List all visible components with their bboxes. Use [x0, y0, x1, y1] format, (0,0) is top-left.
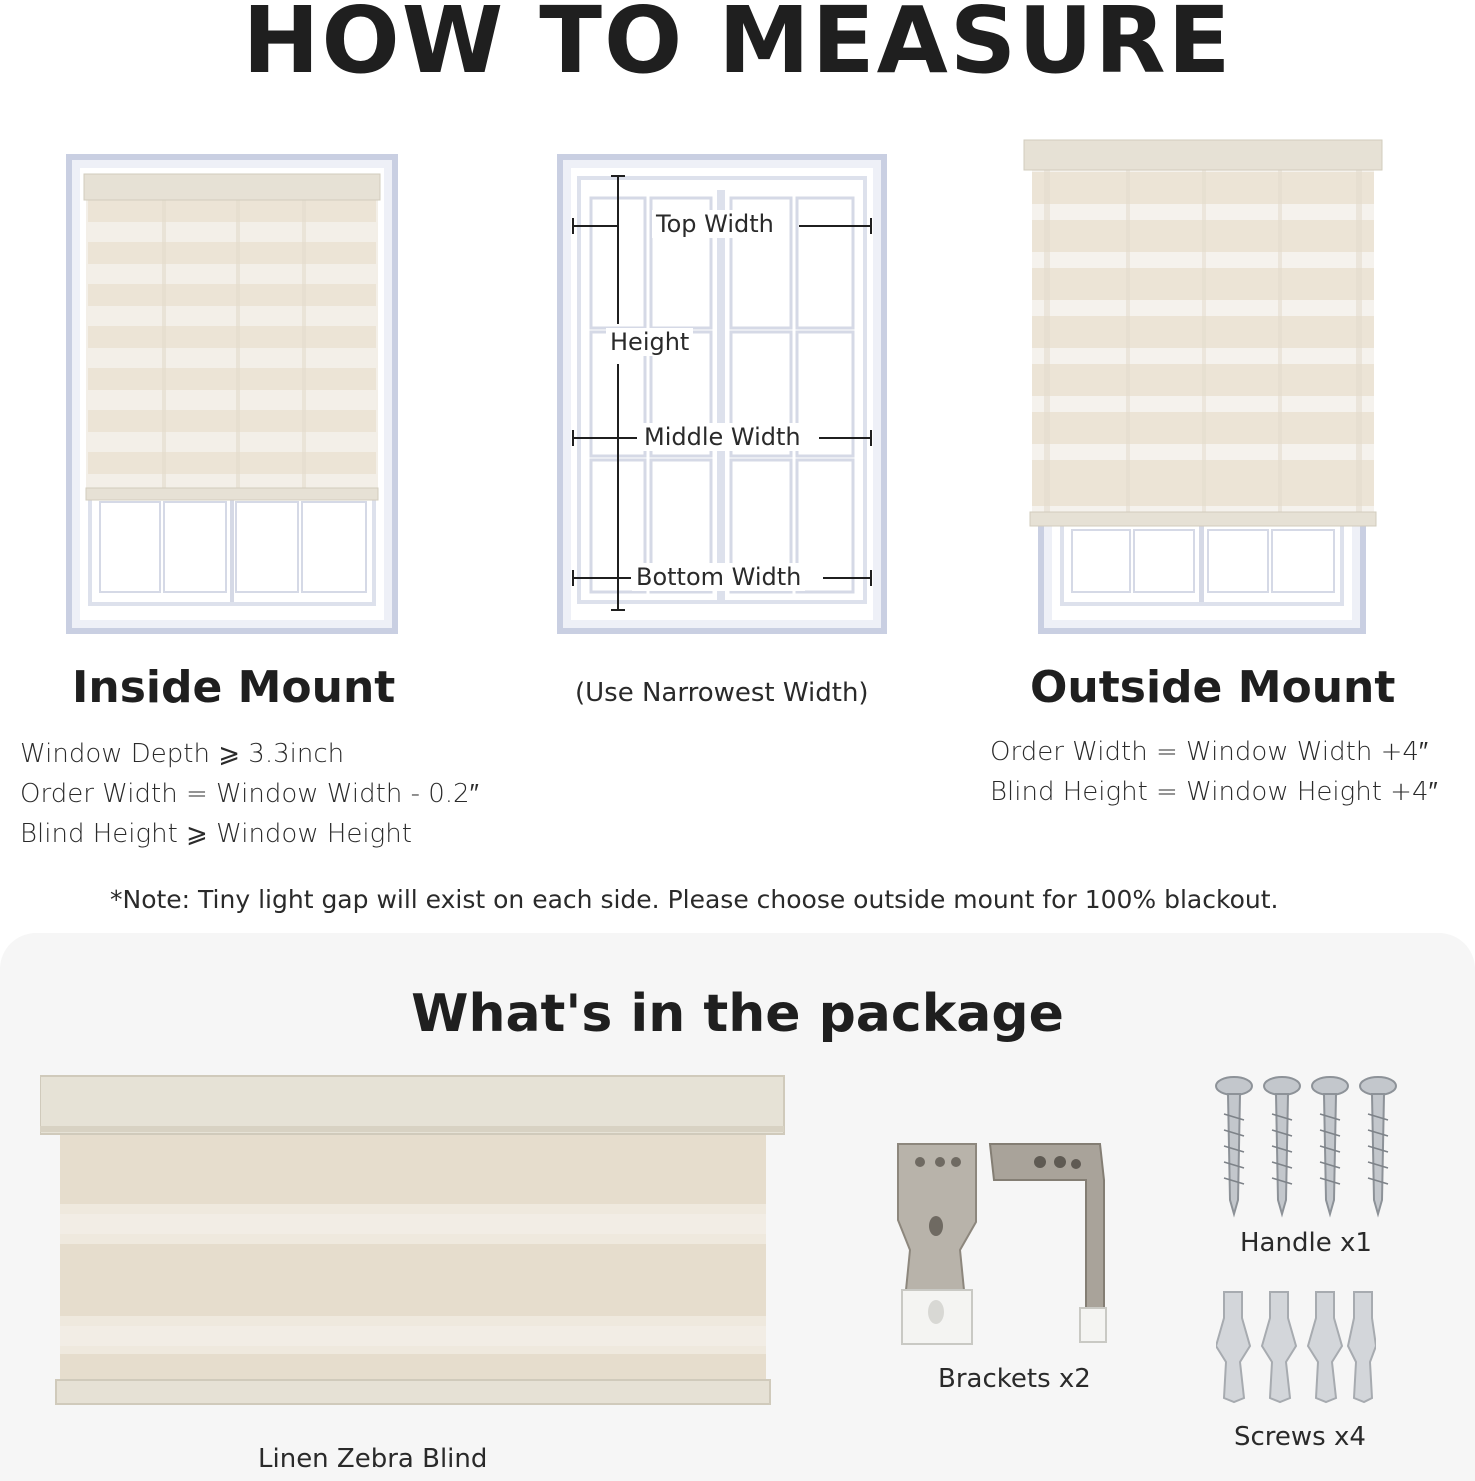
handle-caption: Handle x1 — [1240, 1228, 1372, 1258]
middle-width-label: Middle Width — [640, 423, 805, 451]
outside-mount-specs: Order Width = Window Width +4″ Blind Hei… — [990, 732, 1438, 812]
package-title: What's in the package — [411, 984, 1064, 1044]
inside-spec-height: Blind Height ⩾ Window Height — [20, 819, 412, 849]
screws-image — [1215, 1076, 1397, 1218]
narrowest-width-caption: (Use Narrowest Width) — [575, 678, 869, 708]
measurement-lines — [572, 175, 872, 611]
inside-mount-window-illustration — [66, 154, 398, 634]
outside-spec-width: Order Width = Window Width +4″ — [990, 737, 1429, 767]
height-label: Height — [606, 328, 694, 356]
outside-spec-height: Blind Height = Window Height +4″ — [990, 777, 1438, 807]
inside-mount-specs: Window Depth ⩾ 3.3inch Order Width = Win… — [20, 734, 479, 854]
bottom-width-label: Bottom Width — [632, 563, 806, 591]
blind-caption: Linen Zebra Blind — [258, 1444, 488, 1474]
brackets-caption: Brackets x2 — [938, 1364, 1091, 1394]
zebra-blind-product-image — [40, 1075, 785, 1405]
measure-window-diagram — [557, 154, 887, 634]
wall-anchors-image — [1216, 1291, 1376, 1404]
inside-spec-width: Order Width = Window Width - 0.2″ — [20, 779, 479, 809]
inside-spec-depth: Window Depth ⩾ 3.3inch — [20, 739, 345, 769]
inside-mount-heading: Inside Mount — [72, 662, 396, 713]
blackout-note: *Note: Tiny light gap will exist on each… — [110, 885, 1279, 914]
screws-caption: Screws x4 — [1234, 1422, 1366, 1452]
outside-mount-heading: Outside Mount — [1030, 662, 1396, 713]
brackets-image — [897, 1143, 1107, 1345]
top-width-label: Top Width — [652, 210, 778, 238]
page-title: HOW TO MEASURE — [242, 0, 1233, 94]
outside-mount-window-illustration — [1023, 139, 1383, 634]
